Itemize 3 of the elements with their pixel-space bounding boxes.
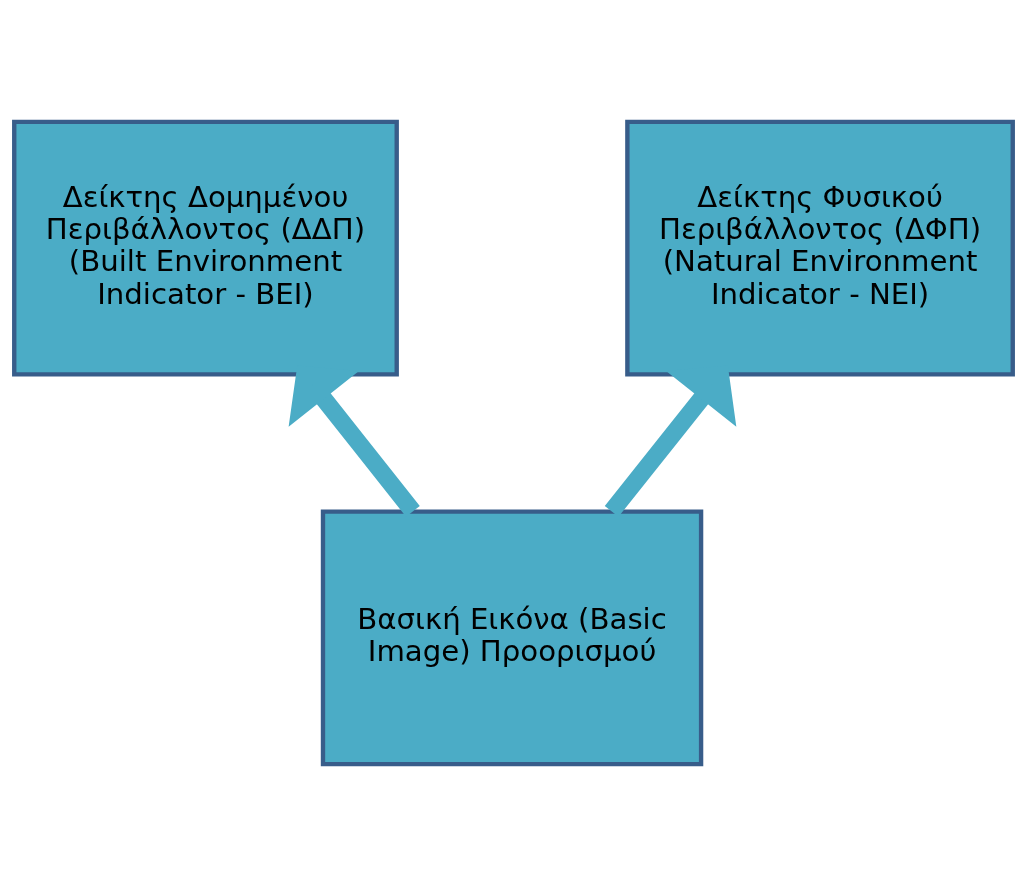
node-box: Βασική Εικόνα (Basic Image) Προορισμού: [320, 508, 704, 766]
node-box: Δείκτης Δομημένου Περιβάλλοντος (ΔΔΠ) (Built Environment Indicator - BEI): [12, 119, 399, 377]
node-box: Δείκτης Φυσικού Περιβάλλοντος (ΔΦΠ) (Natural Environment Indicator - NEI): [625, 119, 1015, 377]
